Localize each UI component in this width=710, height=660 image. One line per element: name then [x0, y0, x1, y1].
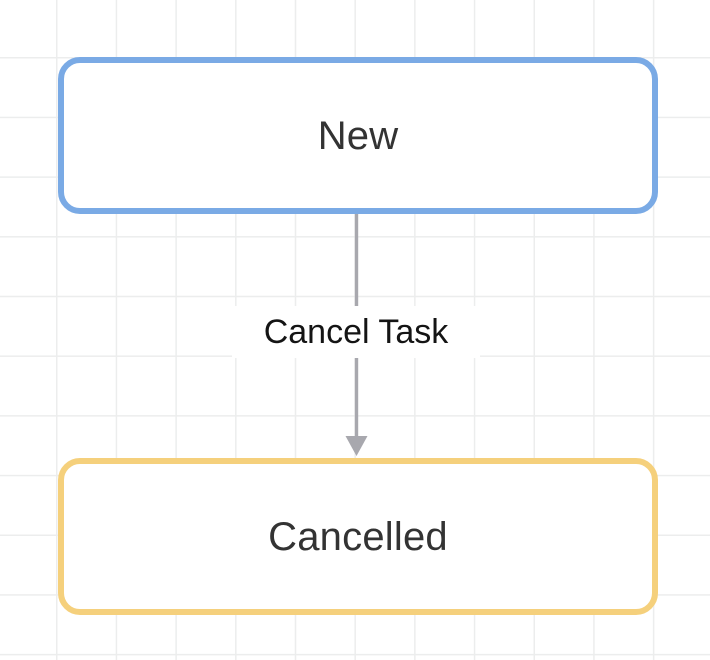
node-new-label: New — [317, 113, 399, 158]
edge-label-cancel-task: Cancel Task — [232, 306, 480, 358]
node-cancelled-label: Cancelled — [268, 514, 448, 559]
node-cancelled[interactable]: Cancelled — [58, 458, 658, 615]
edge-arrowhead-icon — [345, 436, 368, 456]
node-new[interactable]: New — [58, 57, 658, 214]
